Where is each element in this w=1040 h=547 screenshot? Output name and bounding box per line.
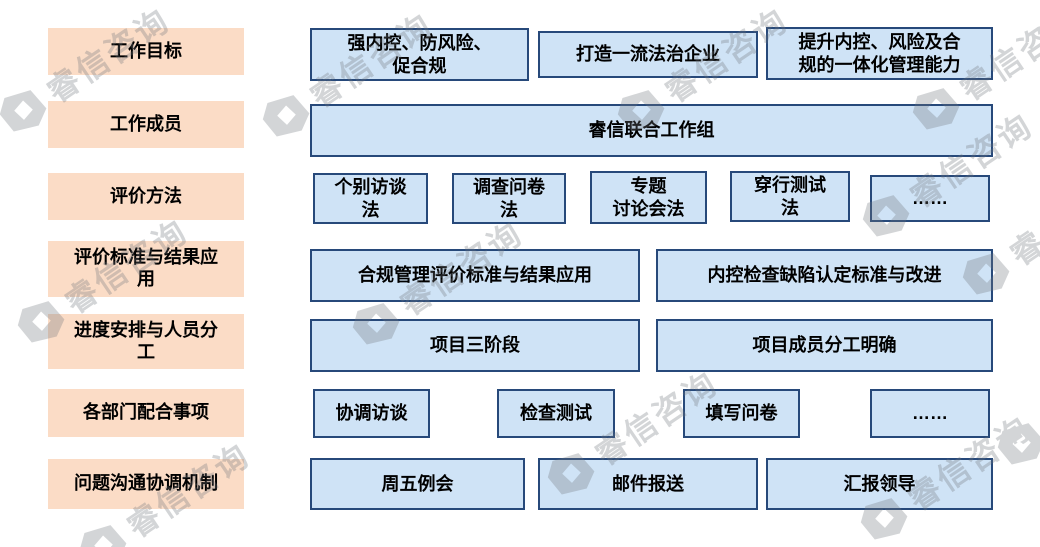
node-friday-meeting: 周五例会 — [310, 458, 525, 510]
watermark-logo-icon — [997, 423, 1040, 465]
node-method-questionnaire: 调查问卷 法 — [452, 173, 566, 224]
watermark-logo-icon — [79, 525, 127, 547]
node-method-more: …… — [870, 175, 990, 222]
row-label-evaluation-methods: 评价方法 — [48, 173, 244, 220]
node-member-division: 项目成员分工明确 — [656, 319, 993, 372]
node-coop-more: …… — [870, 389, 990, 438]
node-coop-test: 检查测试 — [497, 389, 615, 438]
row-label-work-goals: 工作目标 — [48, 28, 244, 75]
node-coop-interview: 协调访谈 — [313, 389, 430, 438]
node-leader-report: 汇报领导 — [766, 458, 993, 510]
watermark-logo-icon — [262, 95, 310, 137]
node-goal-integrated-ability: 提升内控、风险及合 规的一体化管理能力 — [766, 27, 993, 80]
node-project-phases: 项目三阶段 — [310, 319, 640, 372]
watermark: 睿信咨询 — [990, 329, 1040, 476]
watermark-text: 睿信咨询 — [1034, 329, 1040, 445]
node-goal-rule-of-law: 打造一流法治企业 — [538, 31, 758, 78]
row-label-communication-mechanism: 问题沟通协调机制 — [48, 459, 244, 509]
node-method-walkthrough: 穿行测试 法 — [730, 171, 850, 222]
watermark-logo-icon — [0, 90, 47, 132]
row-label-standards-and-results: 评价标准与结果应 用 — [48, 241, 244, 297]
row-label-work-members: 工作成员 — [48, 101, 244, 148]
watermark-text: 睿信咨询 — [1003, 164, 1040, 273]
row-label-schedule-and-division: 进度安排与人员分 工 — [48, 314, 244, 369]
node-email-report: 邮件报送 — [538, 458, 758, 510]
node-internal-control-standard: 内控检查缺陷认定标准与改进 — [656, 249, 993, 302]
node-coop-questionnaire: 填写问卷 — [683, 389, 800, 438]
node-compliance-standard: 合规管理评价标准与结果应用 — [310, 249, 640, 302]
node-method-interview: 个别访谈 法 — [313, 173, 428, 224]
node-joint-workgroup: 睿信联合工作组 — [310, 104, 993, 157]
node-method-seminar: 专题 讨论会法 — [590, 171, 707, 224]
row-label-department-cooperation: 各部门配合事项 — [48, 389, 244, 437]
node-goal-internal-control: 强内控、防风险、 促合规 — [310, 28, 529, 81]
